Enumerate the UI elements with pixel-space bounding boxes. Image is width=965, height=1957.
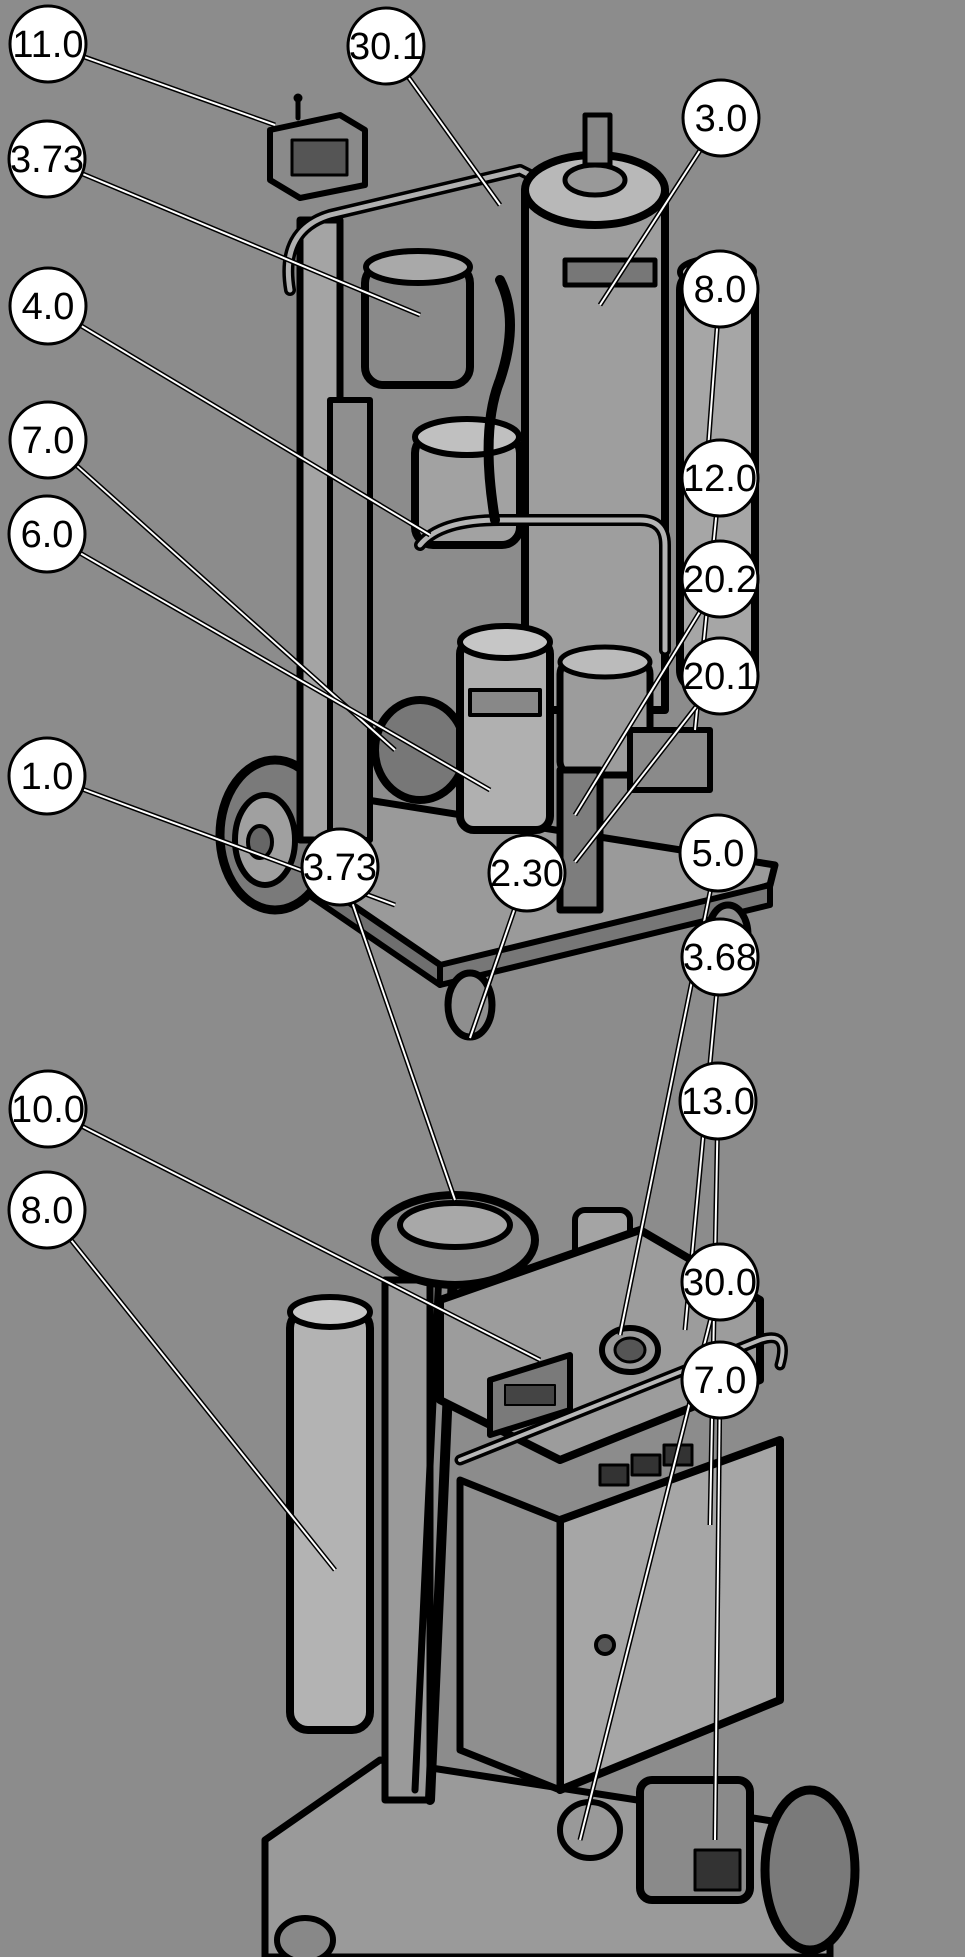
callout-label: 3.73 [10,139,84,181]
callout-bubble [680,917,760,997]
callout-3-0: 3.0 [681,78,761,158]
c-8-0-bottom-leader-highlight [69,1239,336,1571]
callout-layer: 11.0 30.1 3.0 3.73 8.0 4.0 7.0 12.0 6.0 20.2 20.1 1… [7,4,761,1420]
callout-label: 3.73 [303,847,377,889]
callout-bubble [7,1170,87,1250]
callout-3-73-top: 3.73 [7,119,87,199]
callout-4-0: 4.0 [8,266,88,346]
callout-label: 11.0 [12,24,83,66]
callout-bubble [8,4,88,84]
callout-label: 7.0 [22,420,75,462]
filter-canister [456,636,554,834]
callout-10-0: 10.0 [8,1069,88,1149]
tall-filter-tube-rear [286,1306,374,1734]
callout-20-2: 20.2 [680,539,760,619]
callout-label: 8.0 [21,1190,74,1232]
c-3-0-leader-highlight [599,149,702,306]
callout-3-68: 3.68 [680,917,760,997]
callout-bubble [680,249,760,329]
callout-6-0: 6.0 [7,494,87,574]
callout-label: 1.0 [21,756,74,798]
callout-bubble [7,119,87,199]
callout-3-73-bottom: 3.73 [300,827,380,907]
callout-label: 6.0 [21,514,74,556]
callout-label: 30.1 [349,26,423,68]
callout-13-0: 13.0 [678,1061,758,1141]
callout-30-0: 30.0 [680,1242,760,1322]
c-13-0-leader-highlight [709,1138,719,1526]
callout-bubble [300,827,380,907]
c-20-2-leader-highlight [574,610,701,816]
callout-8-0-bottom: 8.0 [7,1170,87,1250]
callout-label: 10.0 [11,1089,85,1131]
callout-bubble [8,1069,88,1149]
c-4-0-leader-highlight [80,324,431,536]
caster-front [444,969,496,1041]
c-10-0-leader-highlight [81,1125,541,1361]
callout-bubble [680,1340,760,1420]
callout-bubble [487,833,567,913]
callout-label: 20.1 [683,656,757,698]
c-30-0-leader-highlight [579,1318,712,1841]
callout-label: 12.0 [683,458,757,500]
c-3-73-top-leader-highlight [81,172,421,316]
callout-7-0-bottom: 7.0 [680,1340,760,1420]
callout-1-0: 1.0 [7,736,87,816]
callout-bubble [681,78,761,158]
c-20-1-leader-highlight [574,705,698,863]
switch-row [598,1443,694,1487]
callout-label: 5.0 [692,833,745,875]
callout-bubble [680,438,760,518]
callout-20-1: 20.1 [680,636,760,716]
callout-bubble [8,266,88,346]
callout-label: 30.0 [683,1262,757,1304]
callout-bubble [8,400,88,480]
callout-bubble [7,736,87,816]
callout-bubble [346,6,426,86]
c-3-73-bottom-leader-highlight [351,902,456,1201]
callout-label: 13.0 [681,1081,755,1123]
callout-5-0: 5.0 [678,813,758,893]
remote-controller [267,93,368,201]
c-11-0-leader-highlight [83,55,276,126]
c-30-1-leader-highlight [407,76,501,206]
callout-7-0-top: 7.0 [8,400,88,480]
c-6-0-leader-highlight [79,552,491,791]
callout-label: 7.0 [694,1360,747,1402]
callout-11-0: 11.0 [8,4,88,84]
callout-bubble [680,539,760,619]
leader-lines [68,54,723,1841]
callout-bubble [680,1242,760,1322]
callout-2-30: 2.30 [487,833,567,913]
bottom-machine-illustration [261,1191,860,1957]
callout-label: 4.0 [22,286,75,328]
callout-8-0-top: 8.0 [680,249,760,329]
callout-label: 8.0 [694,269,747,311]
callout-bubble [678,813,758,893]
callout-label: 2.30 [490,853,564,895]
callout-label: 20.2 [683,559,757,601]
callout-label: 3.68 [683,937,757,979]
c-7-0-bottom-leader-highlight [714,1417,721,1841]
callout-30-1: 30.1 [346,6,426,86]
callout-bubble [680,636,760,716]
callout-label: 3.0 [695,98,748,140]
callout-12-0: 12.0 [680,438,760,518]
large-wheel-rear [760,1785,860,1955]
callout-bubble [7,494,87,574]
callout-bubble [678,1061,758,1141]
c-2-30-leader-highlight [469,908,516,1039]
